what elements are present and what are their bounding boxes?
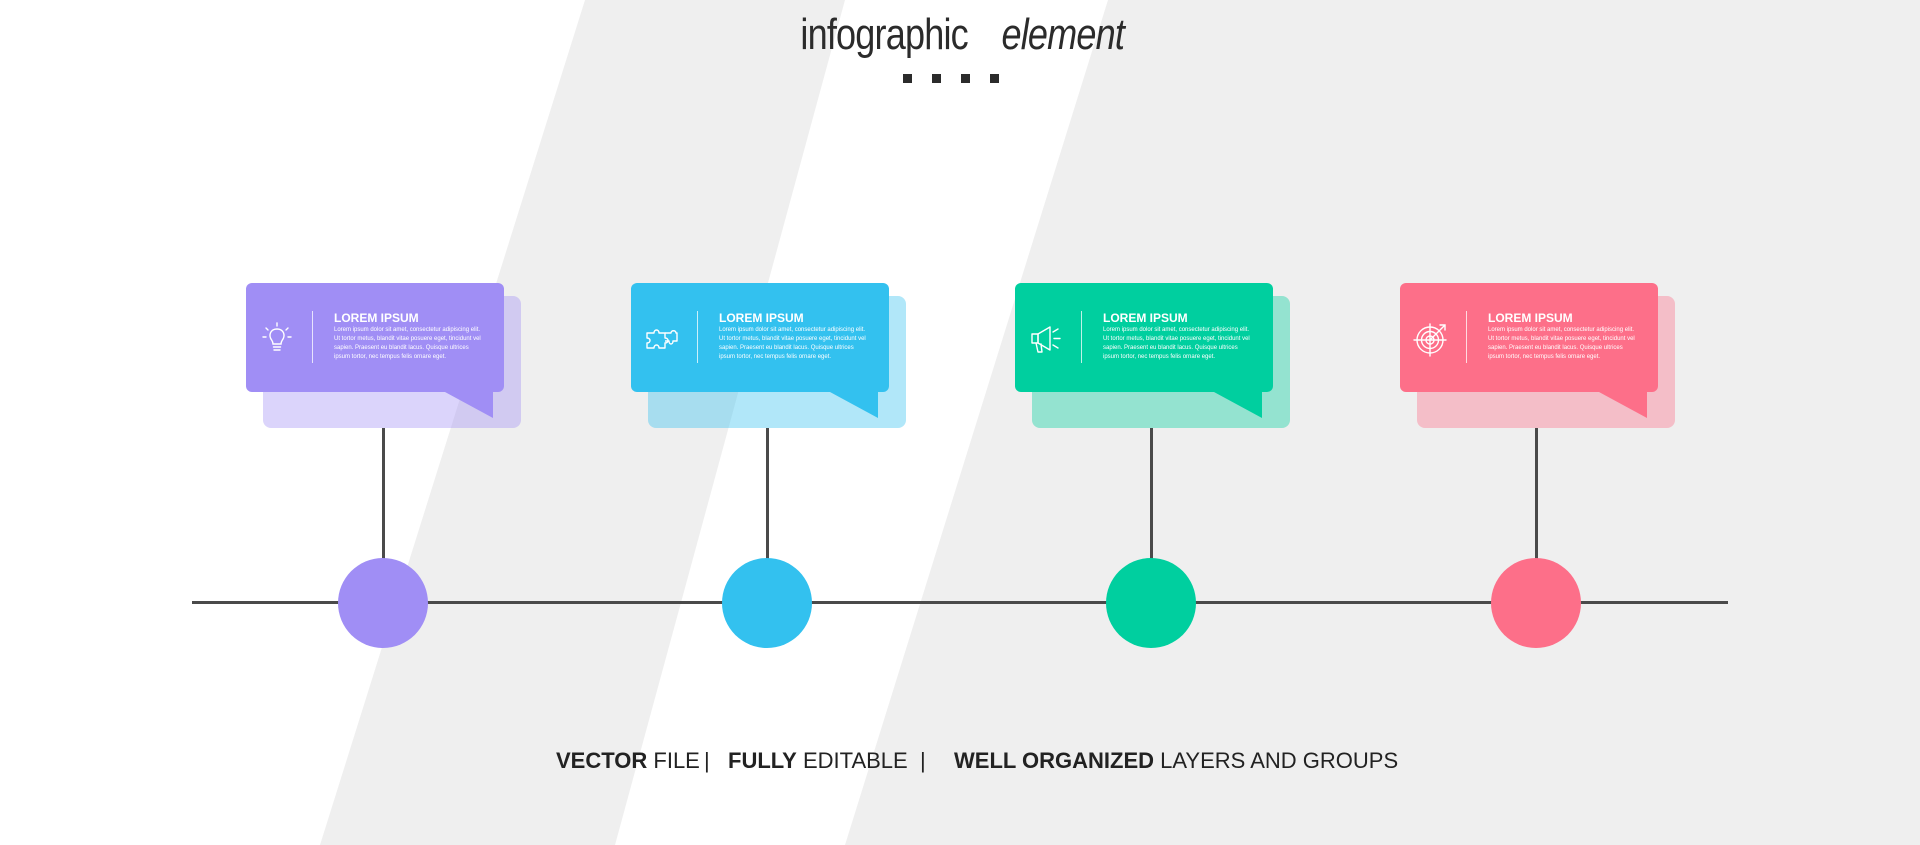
step-4-connector — [1535, 428, 1538, 568]
step-2-heading: LOREM IPSUM — [719, 311, 804, 325]
page-title: infographic element — [0, 10, 1920, 60]
footer-item-vector-file: VECTOR FILE — [556, 748, 700, 774]
dot — [903, 74, 912, 83]
footer-item-layers: WELL ORGANIZED LAYERS AND GROUPS — [954, 748, 1398, 774]
step-2-connector — [766, 428, 769, 568]
title-italic: element — [1001, 10, 1125, 59]
step-4-node — [1491, 558, 1581, 648]
step-3-text: Lorem ipsum dolor sit amet, consectetur … — [1103, 327, 1250, 360]
step-2-card — [631, 283, 889, 392]
footer-item-2-rest: EDITABLE — [796, 748, 908, 773]
footer-item-1-rest: FILE — [647, 748, 700, 773]
timeline-line — [192, 601, 1728, 604]
step-3-node — [1106, 558, 1196, 648]
step-1-node — [338, 558, 428, 648]
step-2-text: Lorem ipsum dolor sit amet, consectetur … — [719, 327, 866, 360]
step-3-card-tail — [1214, 392, 1262, 418]
step-3-connector — [1150, 428, 1153, 568]
title-dots — [903, 74, 999, 83]
background-stripe-left — [0, 0, 585, 845]
step-3-card — [1015, 283, 1273, 392]
step-4-card-tail — [1599, 392, 1647, 418]
step-3-divider — [1081, 311, 1082, 363]
target-icon — [1413, 321, 1449, 357]
puzzle-icon — [644, 321, 680, 357]
step-4-heading: LOREM IPSUM — [1488, 311, 1573, 325]
step-2-divider — [697, 311, 698, 363]
step-4-divider — [1466, 311, 1467, 363]
footer-separator-2: | — [920, 748, 926, 773]
lightbulb-icon — [259, 321, 295, 357]
step-2-card-tail — [830, 392, 878, 418]
footer-separator-1: | — [704, 748, 710, 773]
dot — [932, 74, 941, 83]
title-main: infographic — [800, 10, 969, 59]
footer-item-3-rest: LAYERS AND GROUPS — [1154, 748, 1399, 773]
step-2-node — [722, 558, 812, 648]
footer-item-3-bold: WELL ORGANIZED — [954, 748, 1155, 773]
step-1-card-tail — [445, 392, 493, 418]
step-1-text: Lorem ipsum dolor sit amet, consectetur … — [334, 327, 481, 360]
step-3-heading: LOREM IPSUM — [1103, 311, 1188, 325]
footer-item-2-bold: FULLY — [728, 748, 797, 773]
step-1-connector — [382, 428, 385, 568]
dot — [961, 74, 970, 83]
dot — [990, 74, 999, 83]
footer-item-1-bold: VECTOR — [556, 748, 648, 773]
step-4-text: Lorem ipsum dolor sit amet, consectetur … — [1488, 327, 1635, 360]
step-1-heading: LOREM IPSUM — [334, 311, 419, 325]
megaphone-icon — [1028, 321, 1064, 357]
step-1-divider — [312, 311, 313, 363]
footer-item-fully-editable: FULLY EDITABLE — [728, 748, 908, 774]
